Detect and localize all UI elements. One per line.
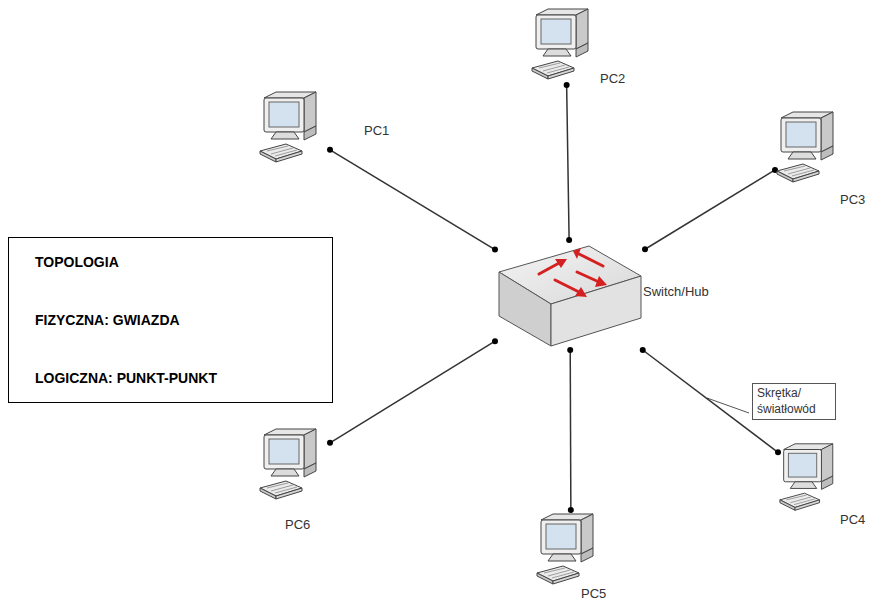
computer-drawing: [530, 5, 602, 85]
computer-icon: PC5: [535, 510, 607, 590]
connection-dot: [568, 507, 574, 513]
topology-legend-box: TOPOLOGIA FIZYCZNA: GWIAZDA LOGICZNA: PUNK…: [8, 237, 333, 403]
network-cable: [330, 341, 495, 443]
connection-dot: [492, 338, 498, 344]
computer-icon: PC6: [258, 425, 330, 505]
computer-drawing: [778, 440, 846, 516]
network-cable: [567, 85, 569, 240]
connection-dot: [567, 347, 573, 353]
computer-label: PC4: [840, 512, 865, 527]
callout-box: Skrętka/ światłowód: [752, 383, 836, 420]
box-text: FIZYCZNA: GWIAZDA: [35, 312, 306, 328]
computer-drawing: [258, 88, 330, 168]
switch-drawing: [495, 240, 645, 350]
box-text: LOGICZNA: PUNKT-PUNKT: [35, 370, 306, 386]
computer-label: PC5: [581, 586, 606, 601]
connection-dot: [640, 347, 646, 353]
network-cable: [569, 350, 571, 510]
computer-label: PC6: [285, 517, 310, 532]
computer-icon: PC3: [775, 108, 847, 188]
computer-drawing: [258, 425, 330, 505]
computer-icon: PC4: [778, 440, 846, 516]
connection-dot: [564, 82, 570, 88]
network-cable: [330, 150, 495, 250]
switch-label: Switch/Hub: [643, 284, 709, 299]
computer-icon: PC1: [258, 88, 330, 168]
callout-text: Skrętka/ światłowód: [757, 386, 816, 416]
computer-icon: PC2: [530, 5, 602, 85]
computer-label: PC1: [364, 123, 389, 138]
network-cable: [645, 170, 775, 249]
computer-label: PC2: [600, 71, 625, 86]
connection-dot: [327, 440, 333, 446]
computer-drawing: [535, 510, 607, 590]
connection-dot: [775, 449, 781, 455]
connection-dot: [327, 147, 333, 153]
connection-dot: [566, 237, 572, 243]
computer-drawing: [775, 108, 847, 188]
leader-line: [707, 398, 749, 413]
connection-dot: [642, 246, 648, 252]
computer-label: PC3: [840, 192, 865, 207]
network-switch: Switch/Hub: [495, 240, 645, 350]
connection-dot: [492, 247, 498, 253]
box-heading: TOPOLOGIA: [35, 254, 306, 270]
